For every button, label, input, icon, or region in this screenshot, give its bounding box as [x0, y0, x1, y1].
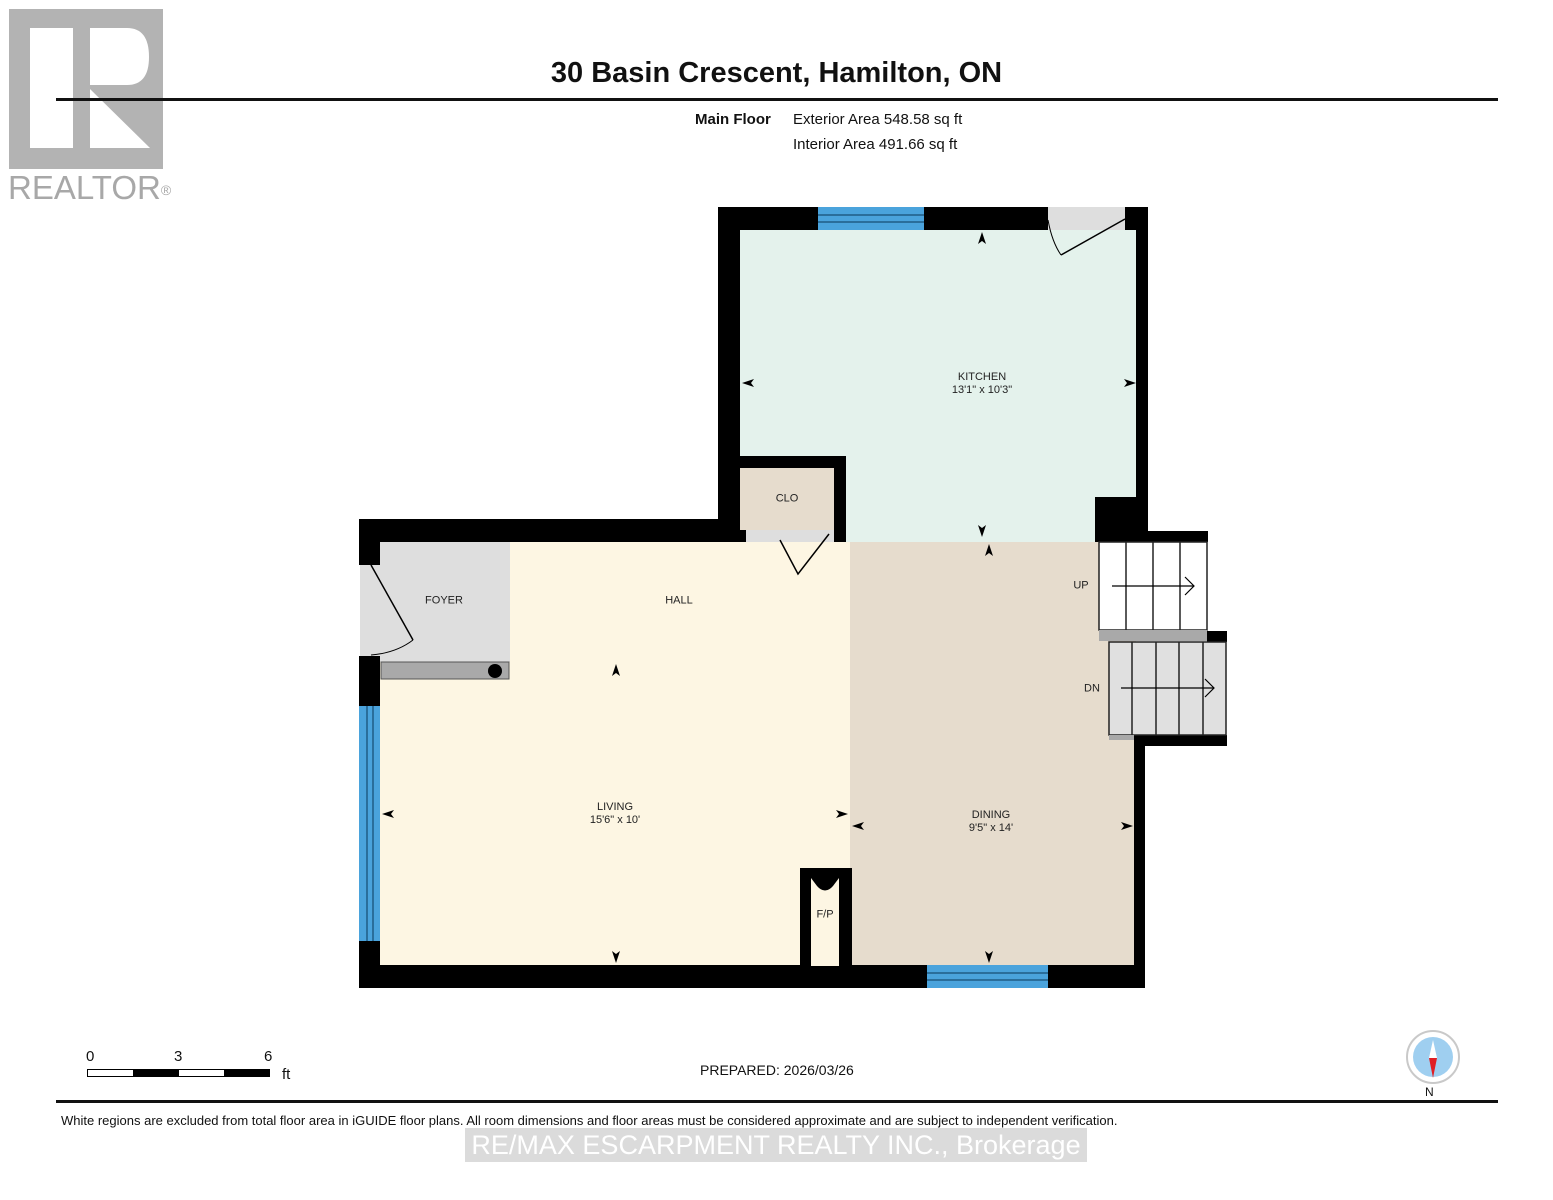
scale-unit: ft [282, 1066, 291, 1083]
scale-bar [87, 1069, 270, 1077]
fireplace-inner [811, 878, 839, 966]
stairs-down-label: DN [1084, 683, 1100, 696]
room-label-dining: DINING 9'5" x 14' [969, 809, 1013, 835]
realtor-logo-text: REALTOR® [8, 169, 172, 206]
room-name: KITCHEN [957, 371, 1007, 383]
stairs-down-text: DN [1084, 682, 1100, 695]
room-name: DINING [971, 809, 1011, 821]
interior-area: Interior Area 491.66 sq ft [793, 136, 958, 153]
prepared-date: PREPARED: 2026/03/26 [700, 1062, 854, 1078]
realtor-logo [9, 9, 163, 169]
windows [359, 207, 1048, 988]
scale-tick-0: 0 [86, 1048, 95, 1065]
room-dimensions: 9'5" x 14' [968, 822, 1014, 834]
floor-label: Main Floor [695, 111, 771, 128]
stairs-down [1108, 641, 1227, 740]
footer-divider [56, 1100, 1498, 1103]
foyer-area [380, 542, 510, 662]
stairs-up-text: UP [1073, 579, 1089, 592]
room-label-closet: CLO [776, 493, 799, 506]
stairs-up-label: UP [1073, 580, 1088, 593]
room-dimensions: 15'6" x 10' [589, 814, 641, 826]
realtor-r-icon [30, 28, 150, 148]
room-name: F/P [816, 908, 834, 921]
brokerage-watermark: RE/MAX ESCARPMENT REALTY INC., Brokerage [465, 1128, 1087, 1162]
closet-area [740, 468, 834, 530]
scale-tick-6: 6 [264, 1048, 273, 1065]
compass-north-label: N [1425, 1085, 1434, 1099]
title-divider [56, 98, 1498, 101]
page-title: 30 Basin Crescent, Hamilton, ON [550, 57, 1003, 89]
room-label-kitchen: KITCHEN 13'1" x 10'3" [952, 371, 1012, 397]
room-name: HALL [665, 594, 693, 607]
room-label-foyer: FOYER [425, 595, 463, 608]
room-label-hall: HALL [665, 595, 693, 608]
room-dimensions: 13'1" x 10'3" [951, 384, 1013, 396]
entry-door-area [360, 565, 380, 657]
dining-area [850, 542, 1136, 966]
room-name: CLO [775, 492, 799, 505]
disclaimer-text: White regions are excluded from total fl… [61, 1113, 1118, 1128]
living-area [380, 662, 850, 966]
room-name: LIVING [596, 801, 634, 813]
compass-needle-icon [1429, 1040, 1437, 1078]
room-label-living: LIVING 15'6" x 10' [590, 801, 640, 827]
hall-area [510, 542, 850, 662]
scale-tick-3: 3 [174, 1048, 183, 1065]
exterior-area: Exterior Area 548.58 sq ft [793, 111, 963, 128]
dimension-markers [382, 232, 1136, 963]
compass [1406, 1030, 1460, 1084]
room-name: FOYER [425, 594, 463, 607]
room-label-fireplace: F/P [816, 909, 833, 922]
stairs-up [1098, 541, 1208, 641]
